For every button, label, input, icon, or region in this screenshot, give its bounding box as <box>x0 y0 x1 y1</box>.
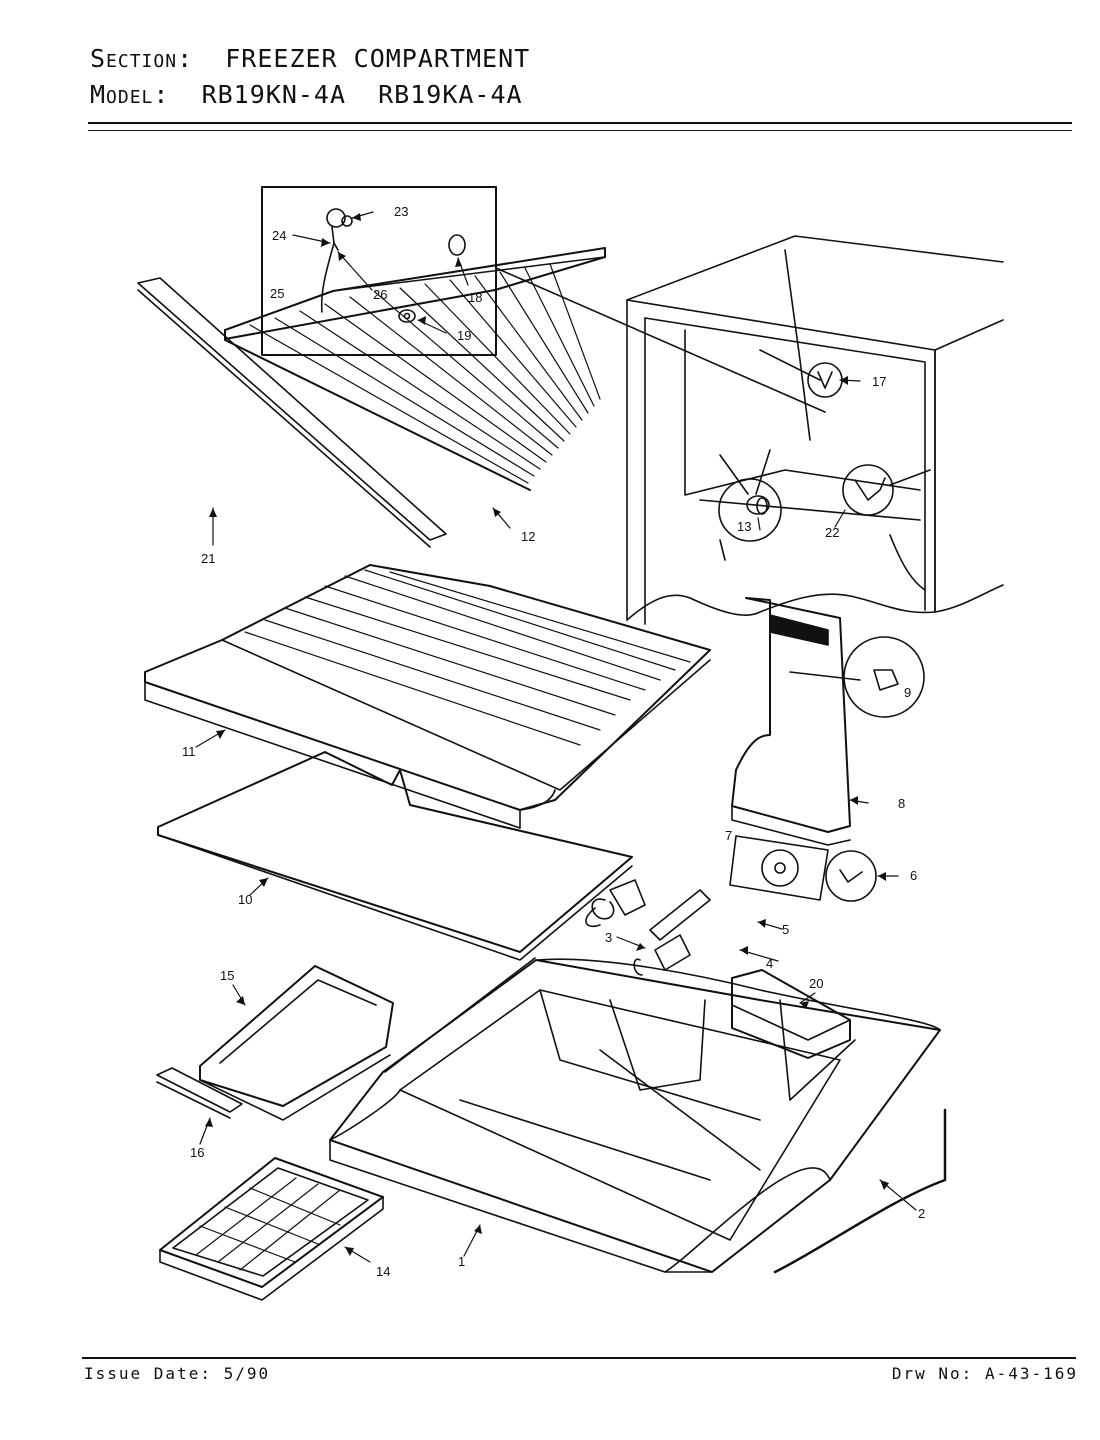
callout-21: 21 <box>201 551 215 566</box>
footer-rule <box>82 1357 1076 1359</box>
callout-14: 14 <box>376 1264 390 1279</box>
callout-2: 2 <box>918 1206 925 1221</box>
ice-tray <box>159 1157 384 1301</box>
bin-rail <box>156 1067 243 1119</box>
model-value: RB19KN-4A RB19KA-4A <box>201 80 523 109</box>
section-label: Section: <box>90 44 194 73</box>
model-label: Model: <box>90 80 170 109</box>
shelf-rail <box>137 277 447 548</box>
arrow-heads <box>205 213 889 1256</box>
callout-17: 17 <box>872 374 886 389</box>
drawing-number: Drw No: A-43-169 <box>891 1364 1078 1383</box>
callout-6: 6 <box>910 868 917 883</box>
ice-bin <box>199 965 394 1121</box>
callout-25: 25 <box>270 286 284 301</box>
callout-23: 23 <box>394 204 408 219</box>
wire-shelf <box>224 247 606 491</box>
evaporator-cover <box>731 597 925 846</box>
callout-24: 24 <box>272 228 286 243</box>
bottom-panel <box>157 751 633 961</box>
callout-19: 19 <box>457 328 471 343</box>
cabinet <box>626 235 1004 625</box>
callout-4: 4 <box>766 956 773 971</box>
callout-labels: 1 2 3 4 5 6 7 8 9 10 11 12 13 14 15 16 1… <box>182 204 925 1279</box>
inset-box <box>261 186 497 356</box>
freezer-liner <box>329 957 947 1274</box>
callout-22: 22 <box>825 525 839 540</box>
callout-5: 5 <box>782 922 789 937</box>
callout-26: 26 <box>373 287 387 302</box>
callout-1: 1 <box>458 1254 465 1269</box>
section-value: FREEZER COMPARTMENT <box>225 44 531 73</box>
issue-date: Issue Date: 5/90 <box>84 1364 271 1383</box>
model-line: Model: RB19KN-4A RB19KA-4A <box>90 80 523 109</box>
header-rule-top <box>88 122 1072 124</box>
fan-motor-assembly <box>585 835 877 976</box>
callout-18: 18 <box>468 290 482 305</box>
callout-12: 12 <box>521 529 535 544</box>
evaporator-cover-plate <box>731 969 851 1059</box>
section-line: Section: FREEZER COMPARTMENT <box>90 44 530 73</box>
callout-8: 8 <box>898 796 905 811</box>
callout-20: 20 <box>809 976 823 991</box>
callout-3: 3 <box>605 930 612 945</box>
callout-13: 13 <box>737 519 751 534</box>
callout-15: 15 <box>220 968 234 983</box>
callout-16: 16 <box>190 1145 204 1160</box>
freezer-shelf-pan <box>144 564 711 829</box>
callout-11: 11 <box>182 744 196 759</box>
header-rule-bottom <box>88 130 1072 131</box>
callout-10: 10 <box>238 892 252 907</box>
callout-7: 7 <box>725 828 732 843</box>
callout-9: 9 <box>904 685 911 700</box>
inset-leader <box>495 267 826 413</box>
